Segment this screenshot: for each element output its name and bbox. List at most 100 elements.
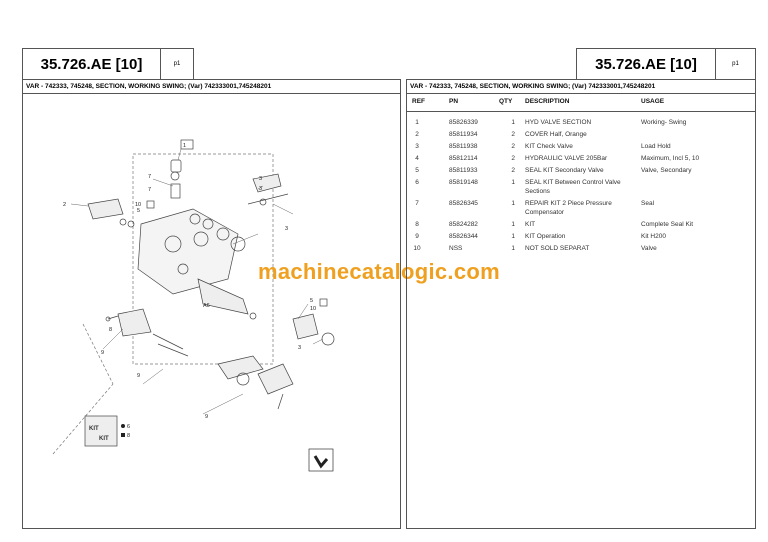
cell-pn: 85811933: [449, 167, 478, 174]
svg-text:KIT: KIT: [89, 426, 99, 432]
cell-pn: 85811938: [449, 143, 478, 150]
cell-pn: 85812114: [449, 155, 478, 162]
svg-text:3: 3: [285, 226, 288, 232]
parts: [87, 159, 335, 410]
cell-ref: 3: [415, 143, 419, 150]
table-row: 8 85824282 1 KIT Complete Seal Kit: [407, 219, 755, 231]
svg-text:2: 2: [63, 202, 66, 208]
table-row: 2 85811934 2 COVER Half, Orange: [407, 129, 755, 141]
cell-qty: 1: [511, 119, 515, 126]
cell-pn: 85819148: [449, 179, 478, 186]
cell-ref: 8: [415, 221, 419, 228]
svg-text:5: 5: [137, 208, 140, 214]
cell-qty: 1: [511, 245, 515, 252]
cell-desc: HYD VALVE SECTION: [525, 119, 592, 126]
right-variant-label: VAR - 742333, 745248, SECTION, WORKING S…: [406, 79, 756, 94]
watermark: machinecatalogic.com: [258, 259, 500, 284]
cell-usage: Valve, Secondary: [641, 167, 692, 174]
table-row: 9 85826344 1 KIT Operation Kit H200: [407, 231, 755, 243]
table-row: 5 85811933 2 SEAL KIT Secondary Valve Valve,…: [407, 165, 755, 177]
cell-ref: 7: [415, 200, 419, 207]
table-row: 6 85819148 1 SEAL KIT Between Control Valve…: [407, 177, 755, 198]
svg-text:7: 7: [148, 187, 151, 193]
cell-qty: 1: [511, 179, 515, 186]
cell-qty: 2: [511, 167, 515, 174]
cell-qty: 1: [511, 221, 515, 228]
col-qty: QTY: [499, 94, 519, 112]
cell-desc: SEAL KIT Secondary Valve: [525, 167, 604, 174]
cell-usage: [641, 177, 755, 198]
cell-ref: 6: [415, 179, 419, 186]
leader-lines: [70, 148, 324, 415]
cell-ref: 5: [415, 167, 419, 174]
col-pn: PN: [449, 94, 499, 112]
svg-text:5: 5: [310, 298, 313, 304]
cell-qty: 1: [511, 200, 515, 207]
svg-text:3: 3: [259, 186, 262, 192]
cell-desc: SEAL KIT Between Control Valve Sections: [525, 179, 621, 195]
table-row: 7 85826345 1 REPAIR KIT 2 Piece Pressure Co…: [407, 198, 755, 219]
svg-text:9: 9: [205, 414, 208, 420]
cell-desc: KIT: [525, 221, 536, 228]
callout-frame: [52, 153, 274, 455]
col-description: DESCRIPTION: [519, 94, 641, 112]
cell-qty: 2: [511, 155, 515, 162]
table-row: 1 85826339 1 HYD VALVE SECTION Working- Swin…: [407, 112, 755, 129]
left-page-number: p1: [160, 48, 194, 80]
cell-usage: Working- Swing: [641, 119, 687, 126]
cell-qty: 1: [511, 233, 515, 240]
cell-pn: 85826339: [449, 119, 478, 126]
valve-body: [137, 208, 239, 295]
cell-qty: 2: [511, 143, 515, 150]
svg-text:8: 8: [109, 327, 112, 333]
legend-6: 6: [127, 424, 130, 430]
svg-text:A6: A6: [203, 303, 210, 309]
navigation-arrow-icon: [308, 448, 334, 472]
cell-usage: Maximum, Incl 5, 10: [641, 155, 700, 162]
col-ref: REF: [407, 94, 449, 112]
cell-usage: Load Hold: [641, 143, 671, 150]
legend-8: 8: [127, 433, 130, 439]
svg-text:3: 3: [298, 345, 301, 351]
svg-text:1: 1: [183, 143, 186, 149]
cell-ref: 10: [413, 245, 421, 252]
svg-text:9: 9: [137, 373, 140, 379]
cell-usage: Kit H200: [641, 233, 666, 240]
cell-usage: Seal: [641, 200, 655, 207]
cell-desc: KIT Operation: [525, 233, 566, 240]
right-page-number: p1: [715, 48, 756, 80]
cell-ref: 4: [415, 155, 419, 162]
right-page-title: 35.726.AE [10]: [576, 48, 716, 80]
svg-text:7: 7: [148, 174, 151, 180]
cell-pn: 85826344: [449, 233, 478, 240]
cell-usage: Valve: [641, 245, 657, 252]
cell-desc: NOT SOLD SEPARAT: [525, 245, 590, 252]
cell-desc: REPAIR KIT 2 Piece Pressure Compensator: [525, 200, 612, 216]
left-variant-label: VAR - 742333, 745248, SECTION, WORKING S…: [22, 79, 401, 94]
cell-desc: HYDRAULIC VALVE 205Bar: [525, 155, 608, 162]
cell-pn: NSS: [449, 245, 463, 252]
left-page-title: 35.726.AE [10]: [22, 48, 161, 80]
cell-qty: 2: [511, 131, 515, 138]
svg-text:10: 10: [135, 202, 141, 208]
svg-text:10: 10: [310, 306, 316, 312]
svg-text:KIT: KIT: [99, 436, 109, 442]
cell-pn: 85824282: [449, 221, 478, 228]
svg-text:3: 3: [259, 176, 262, 182]
svg-text:9: 9: [101, 350, 104, 356]
cell-ref: 1: [415, 119, 419, 126]
cell-usage: [641, 129, 755, 141]
col-usage: USAGE: [641, 94, 755, 112]
cell-pn: 85826345: [449, 200, 478, 207]
cell-usage: Complete Seal Kit: [641, 221, 694, 228]
cell-desc: COVER Half, Orange: [525, 131, 587, 138]
cell-pn: 85811934: [449, 131, 478, 138]
cell-ref: 9: [415, 233, 419, 240]
table-row: 10 NSS 1 NOT SOLD SEPARAT Valve: [407, 243, 755, 255]
cell-ref: 2: [415, 131, 419, 138]
